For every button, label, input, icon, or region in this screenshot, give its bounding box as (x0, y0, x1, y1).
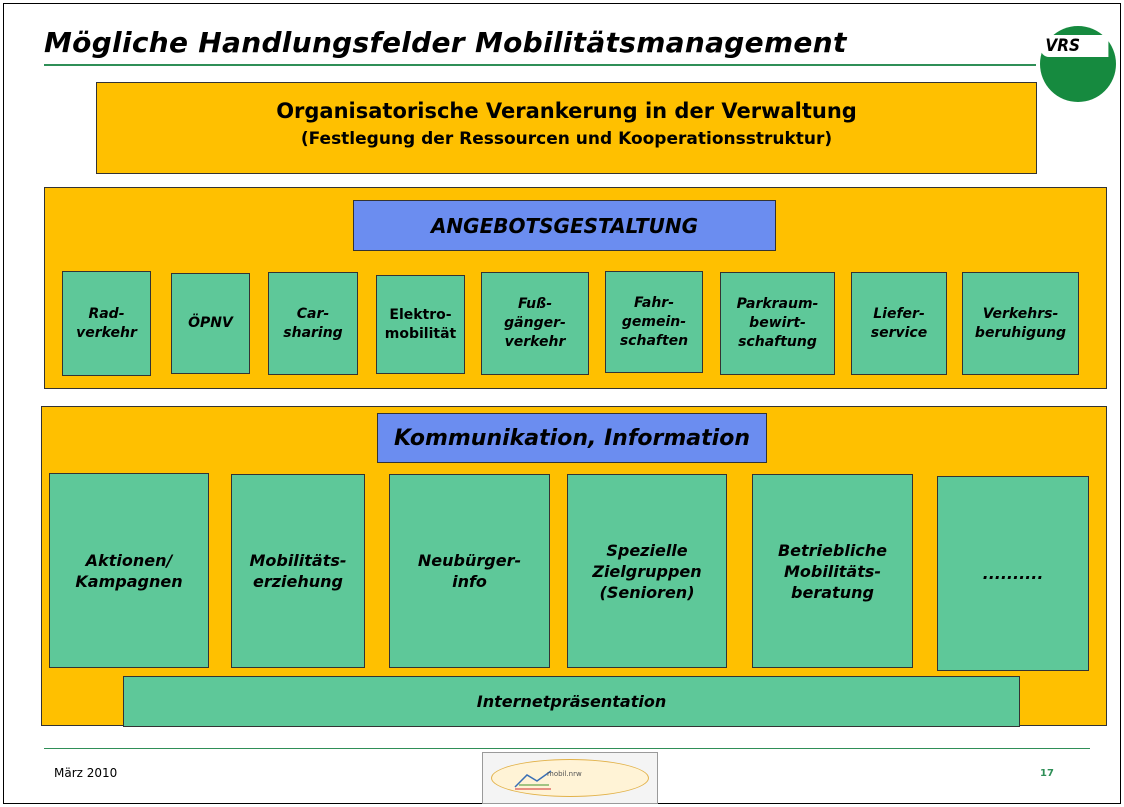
kommunikation-item-aktionen: Aktionen/ Kampagnen (49, 473, 209, 668)
page-number: 17 (1040, 768, 1054, 779)
footer-logo: mobil.nrw (482, 752, 658, 804)
angebot-header: ANGEBOTSGESTALTUNG (353, 200, 776, 251)
kommunikation-header: Kommunikation, Information (377, 413, 767, 463)
slide-title: Mögliche Handlungsfelder Mobilitätsmanag… (44, 26, 847, 59)
footer-date: März 2010 (54, 766, 118, 780)
angebot-item-fahrgemeinschaften: Fahr- gemein- schaften (605, 271, 703, 373)
vrs-logo: VRS (1040, 26, 1116, 102)
kommunikation-item-betriebliche-beratung: Betriebliche Mobilitäts- beratung (752, 474, 913, 668)
angebot-item-fussgaengerverkehr: Fuß- gänger- verkehr (481, 272, 589, 375)
organisation-title: Organisatorische Verankerung in der Verw… (276, 99, 857, 123)
organisation-box: Organisatorische Verankerung in der Verw… (96, 82, 1037, 174)
kommunikation-item-weitere: .......... (937, 476, 1089, 671)
footer-logo-oval (491, 759, 649, 797)
internetpraesentation-bar: Internetpräsentation (123, 676, 1020, 727)
kommunikation-item-neubuergerinfo: Neubürger- info (389, 474, 550, 668)
angebot-item-lieferservice: Liefer- service (851, 272, 947, 375)
organisation-subtitle: (Festlegung der Ressourcen und Kooperati… (300, 129, 833, 149)
angebot-item-elektromobilitaet: Elektro- mobilität (376, 275, 465, 374)
angebot-item-verkehrsberuhigung: Verkehrs- beruhigung (962, 272, 1079, 375)
footer-rule (44, 748, 1090, 749)
footer-logo-graphic-icon (514, 770, 552, 790)
angebot-item-radverkehr: Rad- verkehr (62, 271, 151, 376)
angebot-item-oepnv: ÖPNV (171, 273, 250, 374)
vrs-logo-text: VRS (1040, 35, 1109, 57)
kommunikation-item-mobilitaetserziehung: Mobilitäts- erziehung (231, 474, 365, 668)
title-underline (44, 64, 1036, 66)
angebot-item-carsharing: Car- sharing (268, 272, 358, 375)
footer-logo-caption: mobil.nrw (547, 770, 582, 778)
kommunikation-item-zielgruppen: Spezielle Zielgruppen (Senioren) (567, 474, 727, 668)
angebot-item-parkraumbewirtschaftung: Parkraum- bewirt- schaftung (720, 272, 835, 375)
